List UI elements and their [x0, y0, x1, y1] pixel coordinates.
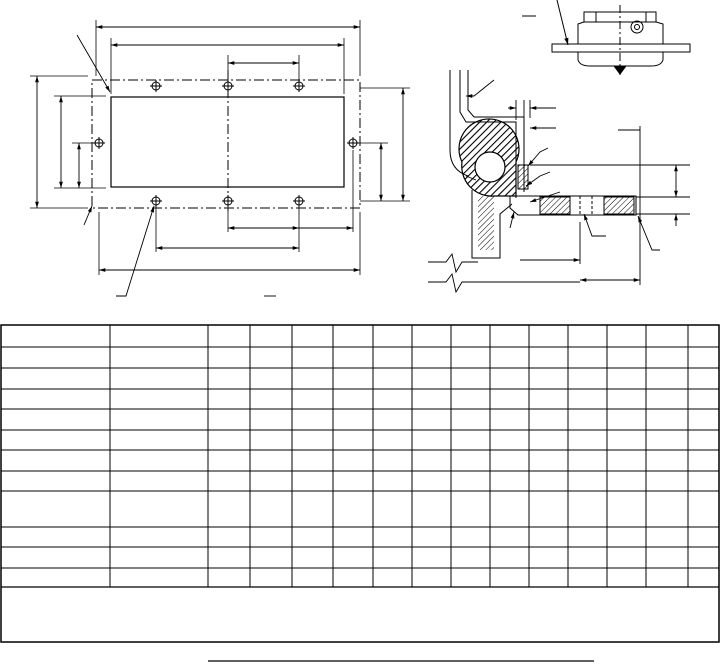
inset-flange: [551, 43, 691, 53]
dimension-lines: [35, 25, 405, 272]
inset-view: [522, 0, 691, 75]
bracket: [471, 190, 513, 259]
mounting-hole: [347, 137, 359, 149]
mounting-hole: [222, 80, 234, 92]
inset-knob: [630, 20, 644, 34]
gasket-seal: [458, 118, 520, 197]
leader-lines: [76, 34, 276, 297]
table-row-lines: [1, 346, 719, 588]
table-column-lines: [109, 325, 689, 587]
mounting-flange: [509, 195, 637, 216]
mounting-hole: [293, 80, 305, 92]
section-dimensions: [508, 100, 690, 285]
flange-outline: [91, 79, 361, 209]
leader-opening: [76, 34, 111, 93]
inset-leader: [556, 0, 569, 46]
retainer-clip: [517, 164, 529, 190]
technical-drawing: [30, 0, 691, 297]
mounting-holes: [93, 80, 359, 207]
mounting-hole: [222, 195, 234, 207]
plan-view: [30, 20, 410, 297]
section-view: [428, 70, 690, 294]
cutout-opening: [110, 96, 345, 188]
mounting-hole: [150, 195, 162, 207]
section-leaders: [465, 79, 660, 251]
mounting-hole: [293, 195, 305, 207]
mounting-hole: [150, 80, 162, 92]
inset-nub: [613, 65, 627, 75]
leader-hole: [116, 205, 155, 297]
table-border: [0, 324, 720, 643]
leader-flange: [83, 205, 93, 226]
break-line: [428, 252, 478, 274]
mounting-hole: [93, 137, 105, 149]
